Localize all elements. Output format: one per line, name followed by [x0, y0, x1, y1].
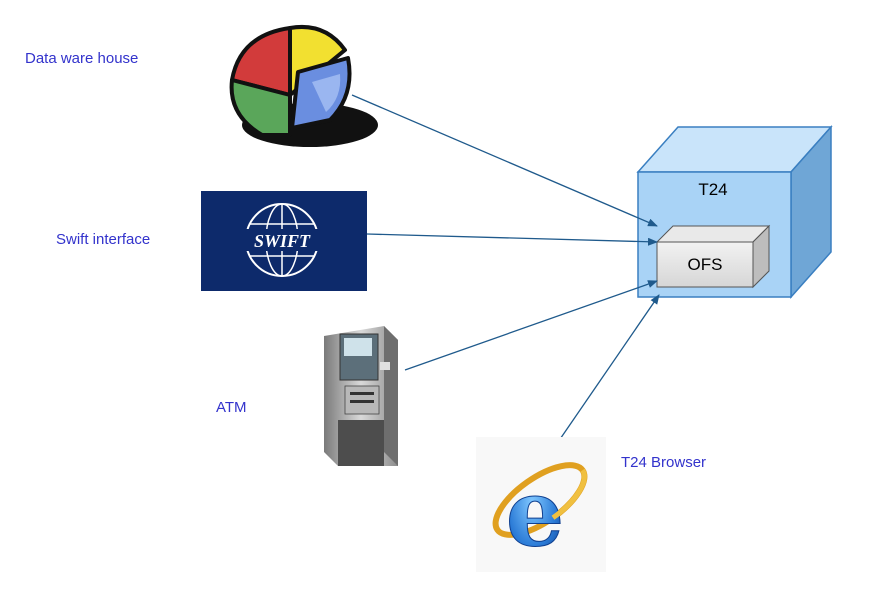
arrow-browser-to-ofs: [555, 294, 660, 446]
atm-machine-icon: [324, 326, 398, 466]
pie-chart-icon: [229, 25, 378, 147]
ofs-box: OFS: [655, 224, 771, 289]
connection-arrows: [351, 94, 660, 446]
ofs-front: [656, 241, 754, 288]
label-atm: ATM: [216, 399, 247, 416]
browser-e-icon: e: [476, 437, 606, 572]
arrow-warehouse-to-ofs: [351, 94, 658, 227]
ofs-top: [655, 225, 771, 243]
swift-logo-text: SWIFT: [254, 231, 311, 251]
svg-text:e: e: [506, 459, 565, 567]
ofs-label: OFS: [688, 255, 723, 274]
arrow-atm-to-ofs: [404, 280, 658, 371]
t24-cube: T24 OFS: [636, 125, 833, 299]
swift-logo-icon: SWIFT: [201, 191, 367, 291]
t24-title: T24: [698, 180, 727, 199]
label-data-warehouse: Data ware house: [25, 50, 139, 67]
arrow-swift-to-ofs: [366, 233, 658, 246]
label-swift-interface: Swift interface: [56, 231, 151, 248]
label-t24-browser: T24 Browser: [621, 454, 707, 471]
